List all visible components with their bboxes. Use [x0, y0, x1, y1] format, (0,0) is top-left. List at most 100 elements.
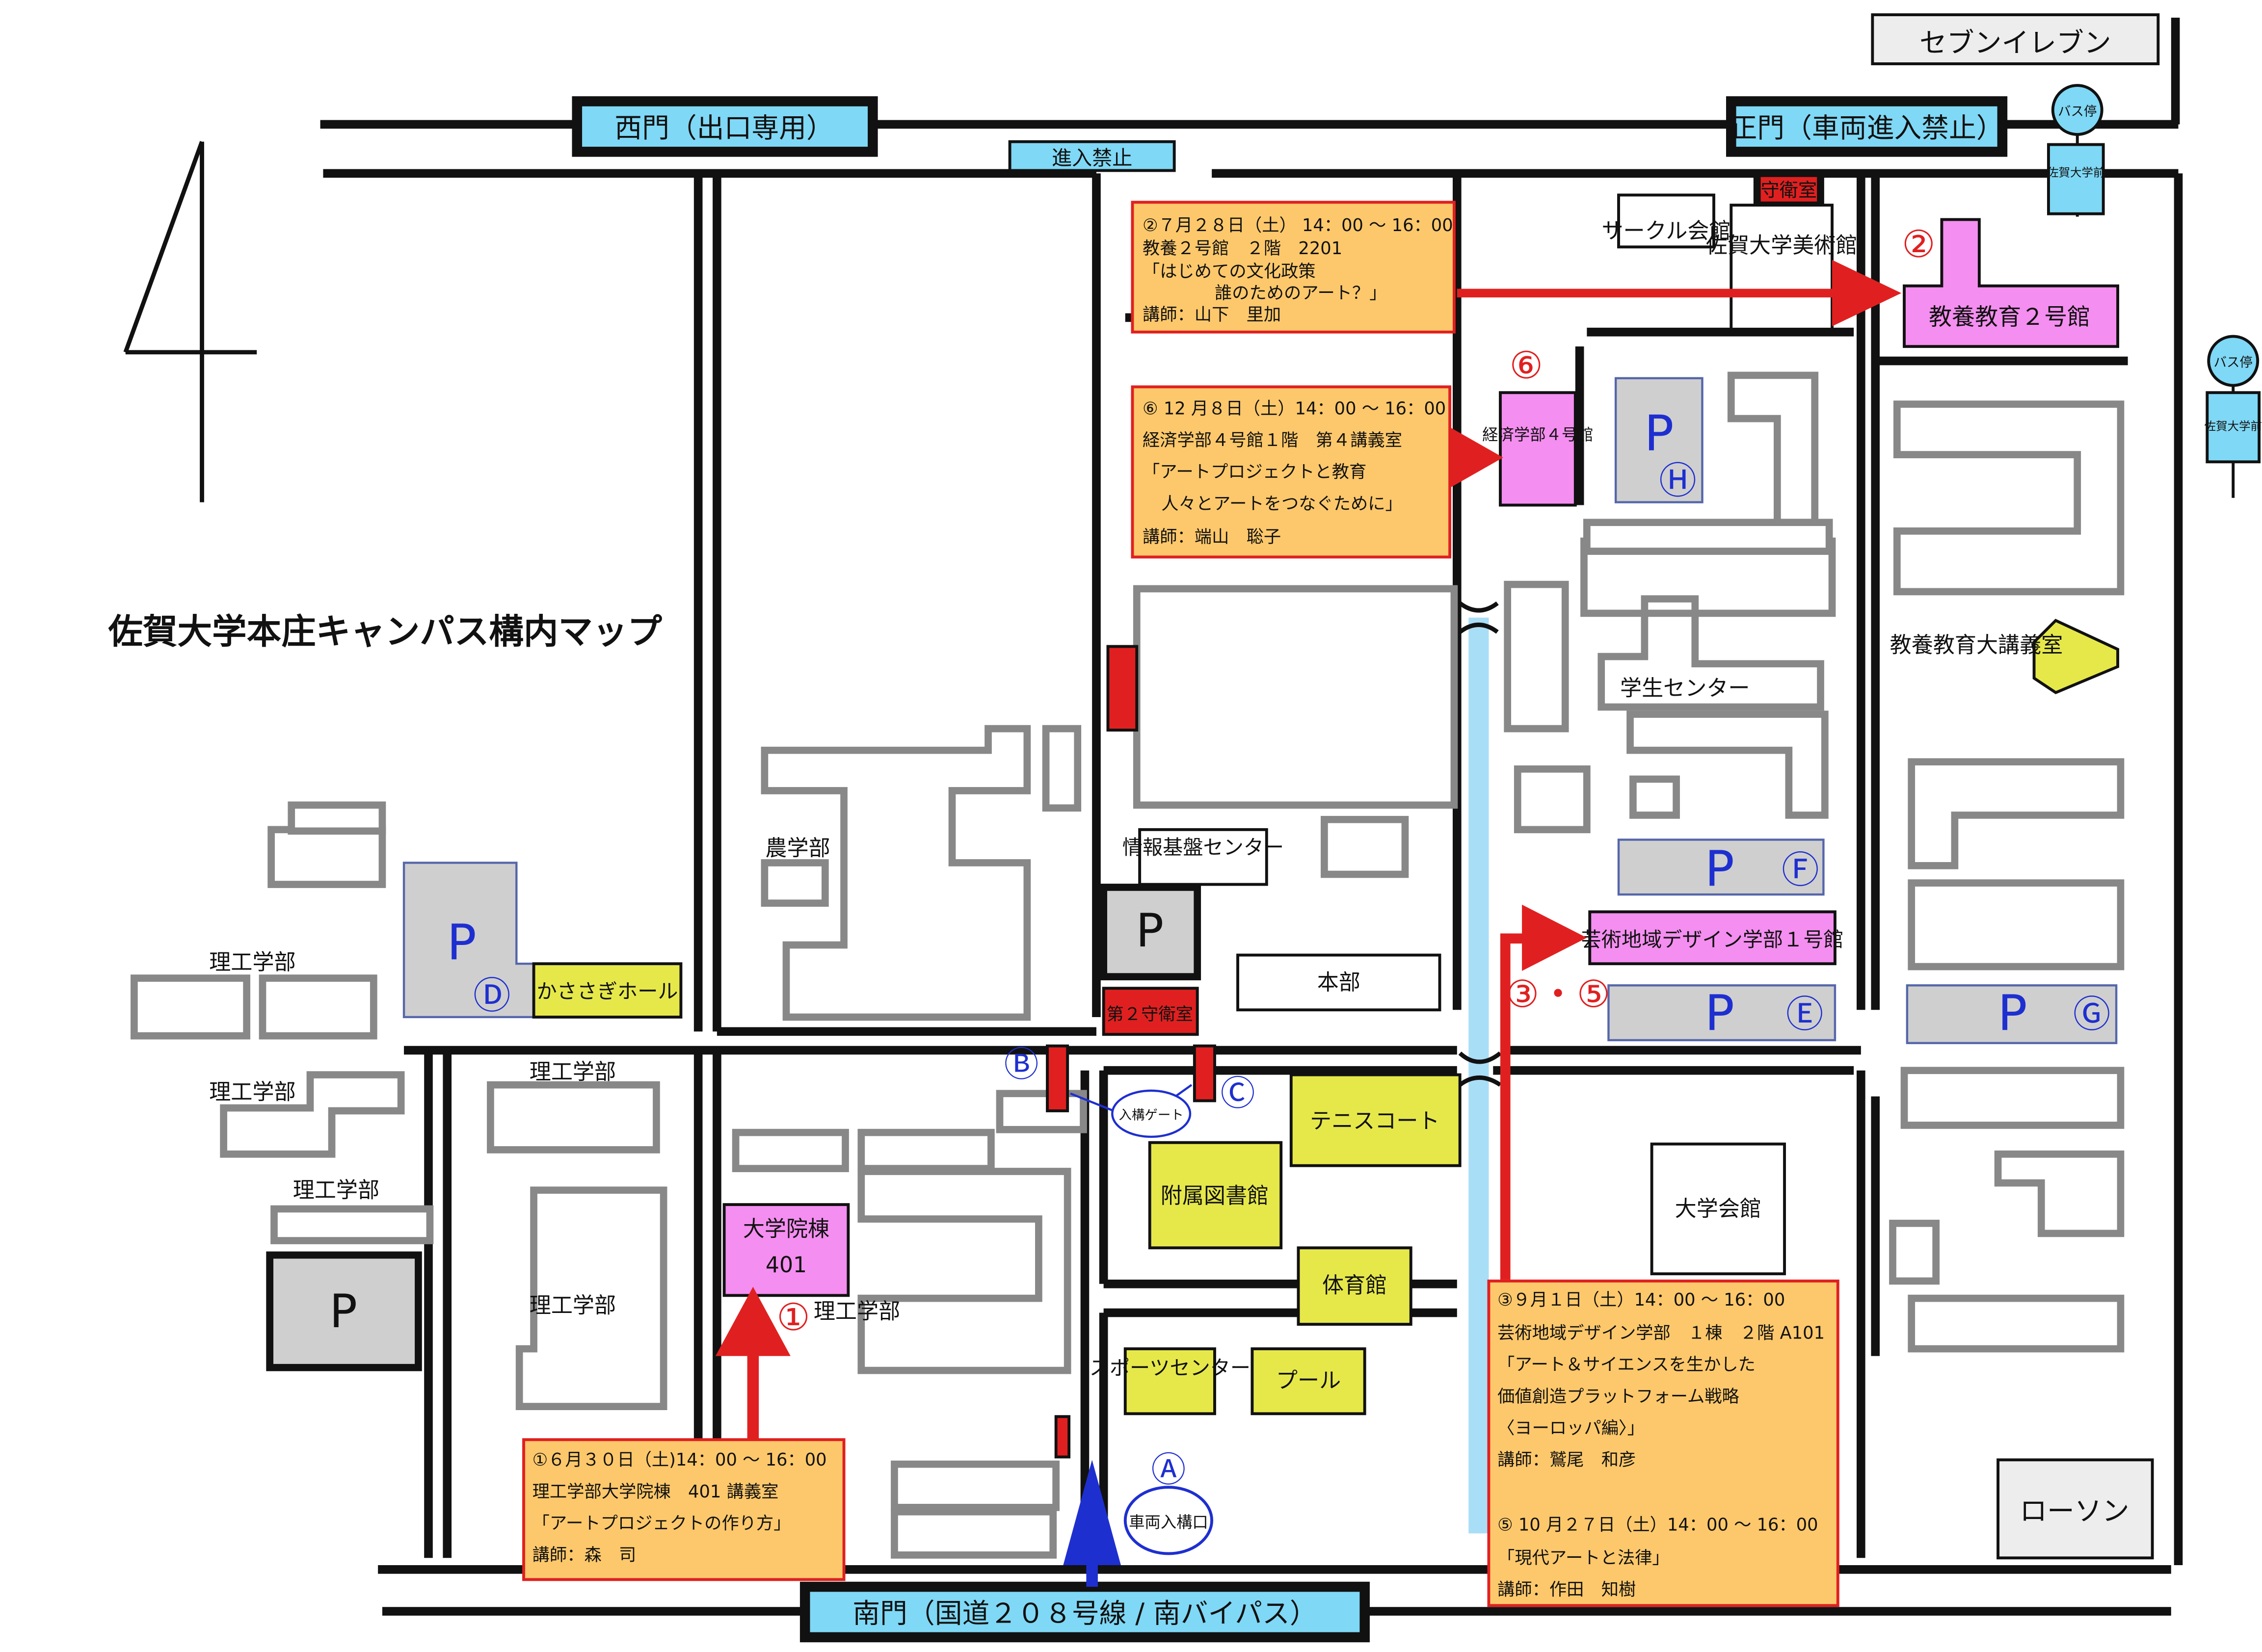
parking-d-symbol: P	[447, 914, 476, 971]
west-gate: 西門（出口専用）	[572, 96, 878, 157]
lecture-1-place: 理工学部大学院棟 401 講義室	[532, 1482, 779, 1502]
graduate-building-label: 大学院棟	[743, 1217, 829, 1242]
guard-room-label: 守衛室	[1761, 180, 1817, 201]
sports-center	[1123, 1347, 1216, 1416]
gate-b-barrier	[1046, 1044, 1069, 1112]
venue-marker-6: ⑥	[1510, 344, 1543, 388]
parking-g-label: Ⓖ	[2073, 993, 2110, 1037]
art-museum	[1730, 204, 1834, 331]
lecture-6-title-1: 「アートプロジェクトと教育	[1143, 462, 1366, 482]
lecture-3-place: 芸術地域デザイン学部 １棟 ２階 A101	[1497, 1323, 1825, 1343]
bus-stop-1-head: バス停	[2058, 104, 2097, 119]
riko-label-4: 理工学部	[530, 1059, 616, 1084]
parking-h	[1614, 377, 1703, 503]
parking-e-label: Ⓔ	[1786, 993, 1823, 1037]
lawson-shop	[1996, 1458, 2154, 1560]
tennis-court-label: テニスコート	[1310, 1108, 1439, 1133]
vehicle-entry: 車両入構口	[1123, 1486, 1214, 1555]
riko-label-5: 理工学部	[530, 1293, 616, 1318]
entry-gate: 入構ゲート	[1070, 1084, 1193, 1138]
lawson-label: ローソン	[2020, 1495, 2129, 1527]
parking-g	[1906, 984, 2118, 1045]
lecture-3-date: ③９月１日（土）14：00 ～ 16：00	[1497, 1290, 1785, 1310]
parking-e-symbol: P	[1705, 984, 1734, 1042]
lecture-2-lecturer: 講師：山下 里加	[1143, 305, 1281, 325]
parking-f-symbol: P	[1705, 840, 1734, 897]
bus-stop-1-name: 佐賀大学前	[2047, 165, 2105, 179]
pool	[1251, 1347, 1366, 1416]
lecture-hall	[2032, 619, 2119, 694]
library	[1148, 1141, 1283, 1250]
kyoyo-2-building	[1903, 218, 2119, 348]
south-barrier	[1054, 1415, 1071, 1459]
gymnasium	[1297, 1246, 1412, 1326]
vehicle-entry-arrow-icon	[1063, 1460, 1121, 1587]
lecture-note-1: ①６月３０日（土)14：00 ～ 16：00 理工学部大学院棟 401 講義室 …	[522, 1438, 846, 1581]
parking-southwest-symbol: P	[329, 1285, 357, 1338]
kasasagi-hall	[532, 962, 683, 1019]
parking-lots: P Ⓓ P Ⓗ P Ⓕ P Ⓔ P Ⓖ P P	[266, 377, 2118, 1371]
parking-h-symbol: P	[1644, 405, 1674, 462]
headquarters-label: 本部	[1317, 970, 1360, 995]
lecture-1-date: ①６月３０日（土)14：00 ～ 16：00	[532, 1450, 827, 1470]
seven-eleven-label: セブンイレブン	[1919, 27, 2111, 59]
lecture-note-3-5: ③９月１日（土）14：00 ～ 16：00 芸術地域デザイン学部 １棟 ２階 A…	[1487, 1279, 1839, 1607]
econ-4-label: 経済学部４号館	[1482, 425, 1593, 444]
bus-stop-1: バス停 佐賀大学前	[2047, 84, 2105, 217]
parking-center	[1100, 884, 1201, 981]
lecture-6-title-2: 人々とアートをつなぐために」	[1161, 494, 1403, 514]
lecture-5-date: ⑤ 10 月２７日（土）14：00 ～ 16：00	[1497, 1515, 1818, 1535]
venue-marker-1: ①	[776, 1296, 810, 1339]
bridge-icon	[1458, 601, 1502, 1087]
parking-h-label: Ⓗ	[1659, 459, 1696, 503]
gate-c-marker: Ⓒ	[1221, 1073, 1255, 1113]
parking-g-symbol: P	[1997, 984, 2027, 1042]
guard-room-2	[1102, 987, 1199, 1036]
lecture-6-date: ⑥ 12 月８日（土）14：00 ～ 16：00	[1143, 398, 1446, 419]
art-design-1-label: 芸術地域デザイン学部１号館	[1581, 928, 1844, 951]
gate-b-marker: Ⓑ	[1004, 1044, 1039, 1084]
art-museum-label: 佐賀大学美術館	[1706, 233, 1858, 258]
parking-e	[1607, 984, 1836, 1042]
lecture-3-title-1: 「アート＆サイエンスを生かした	[1497, 1355, 1756, 1375]
lecture-3-title-3: 〈ヨーロッパ編〉」	[1497, 1418, 1645, 1438]
lecture-2-title-2: 誰のためのアート？」	[1215, 283, 1387, 303]
parking-center-symbol: P	[1136, 904, 1164, 958]
lecture-6-place: 経済学部４号館１階 第４講義室	[1143, 430, 1402, 450]
venue-marker-2: ②	[1902, 223, 1936, 266]
campus-buildings	[131, 371, 2125, 1559]
gymnasium-label: 体育館	[1322, 1273, 1387, 1298]
lecture-5-lecturer: 講師：作田 知樹	[1497, 1580, 1636, 1600]
page-title: 佐賀大学本庄キャンパス構内マップ	[107, 612, 662, 652]
nogakubu-label: 農学部	[765, 836, 830, 861]
pool-label: プール	[1276, 1368, 1341, 1393]
gate-a-marker: Ⓐ	[1151, 1449, 1186, 1490]
riko-label-3: 理工学部	[293, 1178, 379, 1203]
arrow-venue-1	[747, 1334, 759, 1442]
lecture-3-title-2: 価値創造プラットフォーム戦略	[1497, 1387, 1739, 1407]
university-hall-label: 大学会館	[1675, 1197, 1761, 1222]
bus-stop-2-head: バス停	[2214, 355, 2253, 370]
venue-arrows	[715, 260, 1902, 1442]
lecture-note-6: ⑥ 12 月８日（土）14：00 ～ 16：00 経済学部４号館１階 第４講義室…	[1131, 385, 1452, 559]
info-center-label: 情報基盤センター	[1122, 836, 1284, 859]
lecture-1-lecturer: 講師：森 司	[532, 1545, 637, 1565]
info-center	[1138, 828, 1268, 886]
kasasagi-hall-label: かささぎホール	[537, 980, 678, 1003]
arrow-venue-2	[1457, 288, 1847, 298]
econ-4-building	[1499, 391, 1577, 507]
circle-hall-label: サークル会館	[1601, 219, 1730, 244]
lecture-note-2: ②７月２８日（土） 14：00 ～ 16：00 教養２号館 ２階 2201 「は…	[1131, 201, 1456, 334]
headquarters	[1236, 953, 1441, 1012]
no-entry-label: 進入禁止	[1052, 146, 1133, 170]
lecture-1-title: 「アートプロジェクトの作り方」	[532, 1513, 791, 1533]
riko-label-6: 理工学部	[814, 1299, 900, 1324]
parking-f	[1617, 839, 1825, 896]
university-hall	[1650, 1142, 1786, 1276]
student-center-label: 学生センター	[1620, 676, 1750, 701]
lecture-2-title-1: 「はじめての文化政策	[1143, 262, 1316, 282]
tennis-court	[1289, 1073, 1462, 1167]
bus-stop-2-name: 佐賀大学前	[2204, 420, 2262, 433]
lecture-2-place: 教養２号館 ２階 2201	[1143, 238, 1342, 259]
entry-gate-label: 入構ゲート	[1119, 1108, 1184, 1123]
